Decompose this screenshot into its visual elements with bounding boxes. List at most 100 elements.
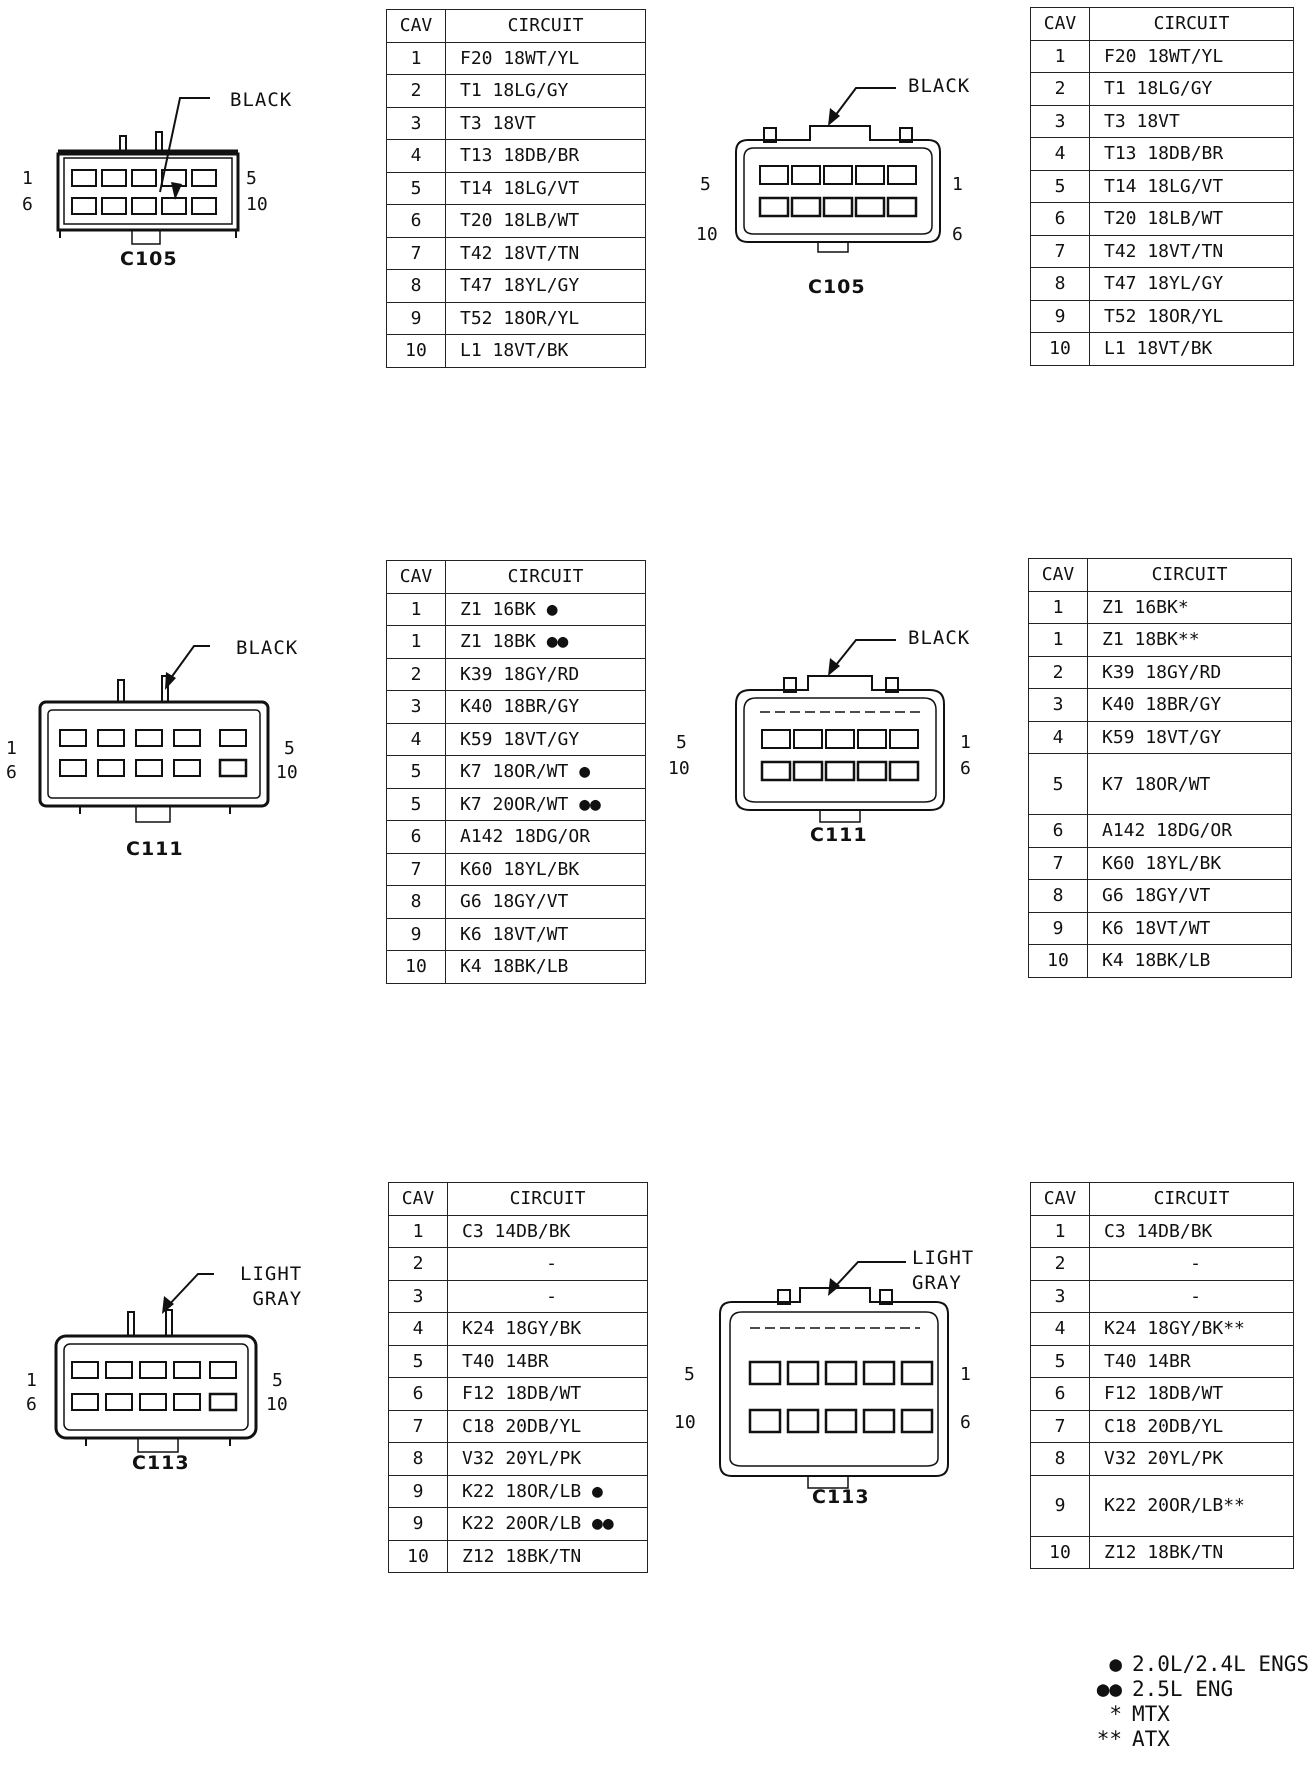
circuit-cell: C18 20DB/YL [1089,1409,1294,1443]
cav-cell: 5 [388,1344,448,1378]
cav-cell: 2 [1030,72,1090,106]
cav-cell: 6 [386,204,446,238]
circuit-cell: T3 18VT [445,106,646,140]
legend-symbol: ●● [1096,1677,1122,1701]
circuit-cell: K7 18OR/WT [1087,753,1292,815]
connector-name: C105 [120,248,178,270]
circuit-cell: A142 18DG/OR [1087,814,1292,848]
circuit-cell: A142 18DG/OR [445,820,646,854]
pin-number: 5 [284,738,295,759]
cav-cell: 2 [1030,1247,1090,1281]
cav-cell: 10 [1030,1535,1090,1569]
cav-cell: 9 [386,917,446,951]
circuit-cell: T13 18DB/BR [1089,137,1294,171]
connector-c111-right-drawing [735,639,945,823]
legend: ● 2.0L/2.4L ENGS ●● 2.5L ENG * MTX ** AT… [1062,1652,1309,1752]
circuit-cell: - [1089,1279,1294,1313]
circuit-cell: F20 18WT/YL [1089,39,1294,73]
pin-number: 6 [960,1412,971,1433]
cav-cell: 6 [1030,1377,1090,1411]
column-header-circuit: CIRCUIT [1087,558,1292,592]
cav-cell: 10 [388,1539,448,1573]
cav-cell: 6 [1028,814,1088,848]
cav-cell: 10 [1028,944,1088,978]
cav-cell: 5 [386,171,446,205]
color-label: LIGHT GRAY [912,1247,975,1294]
circuit-cell: Z12 18BK/TN [447,1539,648,1573]
circuit-cell: L1 18VT/BK [445,334,646,368]
cav-cell: 6 [386,820,446,854]
cav-cell: 8 [1030,267,1090,301]
cav-cell: 7 [386,852,446,886]
cav-cell: 7 [1028,846,1088,880]
circuit-cell: K59 18VT/GY [445,722,646,756]
pin-number: 5 [700,174,711,195]
circuit-cell: K22 18OR/LB ● [447,1474,648,1508]
circuit-cell: - [1089,1247,1294,1281]
cav-cell: 2 [1028,655,1088,689]
cav-cell: 4 [386,139,446,173]
circuit-cell: T13 18DB/BR [445,139,646,173]
legend-item: ● 2.0L/2.4L ENGS [1062,1652,1309,1677]
circuit-cell: T42 18VT/TN [1089,234,1294,268]
cav-cell: 1 [1028,623,1088,657]
circuit-cell: Z1 18BK** [1087,623,1292,657]
legend-symbol: ** [1096,1727,1122,1751]
pin-number: 6 [952,224,963,245]
connector-c105-face-left: BLACK 1 6 5 10 C105 [20,80,291,320]
pin-number: 10 [674,1412,696,1433]
column-header-cav: CAV [1028,558,1088,592]
cav-cell: 10 [386,334,446,368]
cav-cell: 7 [386,236,446,270]
cav-cell: 5 [1030,169,1090,203]
circuit-cell: T40 14BR [447,1344,648,1378]
column-header-cav: CAV [1030,7,1090,41]
cav-cell: 1 [388,1214,448,1248]
circuit-cell: K60 18YL/BK [1087,846,1292,880]
pin-number: 5 [246,168,257,189]
cav-cell: 5 [386,755,446,789]
circuit-cell: C3 14DB/BK [1089,1214,1294,1248]
color-label: BLACK [230,89,293,111]
legend-text: ATX [1132,1727,1170,1751]
column-header-circuit: CIRCUIT [1089,1182,1294,1216]
cav-cell: 8 [386,269,446,303]
color-label: BLACK [908,75,971,97]
circuit-cell: - [447,1247,648,1281]
pin-number: 10 [246,194,268,215]
circuit-cell: Z1 16BK* [1087,590,1292,624]
pin-number: 5 [272,1370,283,1391]
cav-cell: 8 [388,1442,448,1476]
color-label: LIGHT GRAY [240,1263,303,1310]
circuit-cell: T20 18LB/WT [1089,202,1294,236]
cav-cell: 1 [1030,39,1090,73]
color-label: BLACK [908,627,971,649]
circuit-cell: T14 18LG/VT [445,171,646,205]
